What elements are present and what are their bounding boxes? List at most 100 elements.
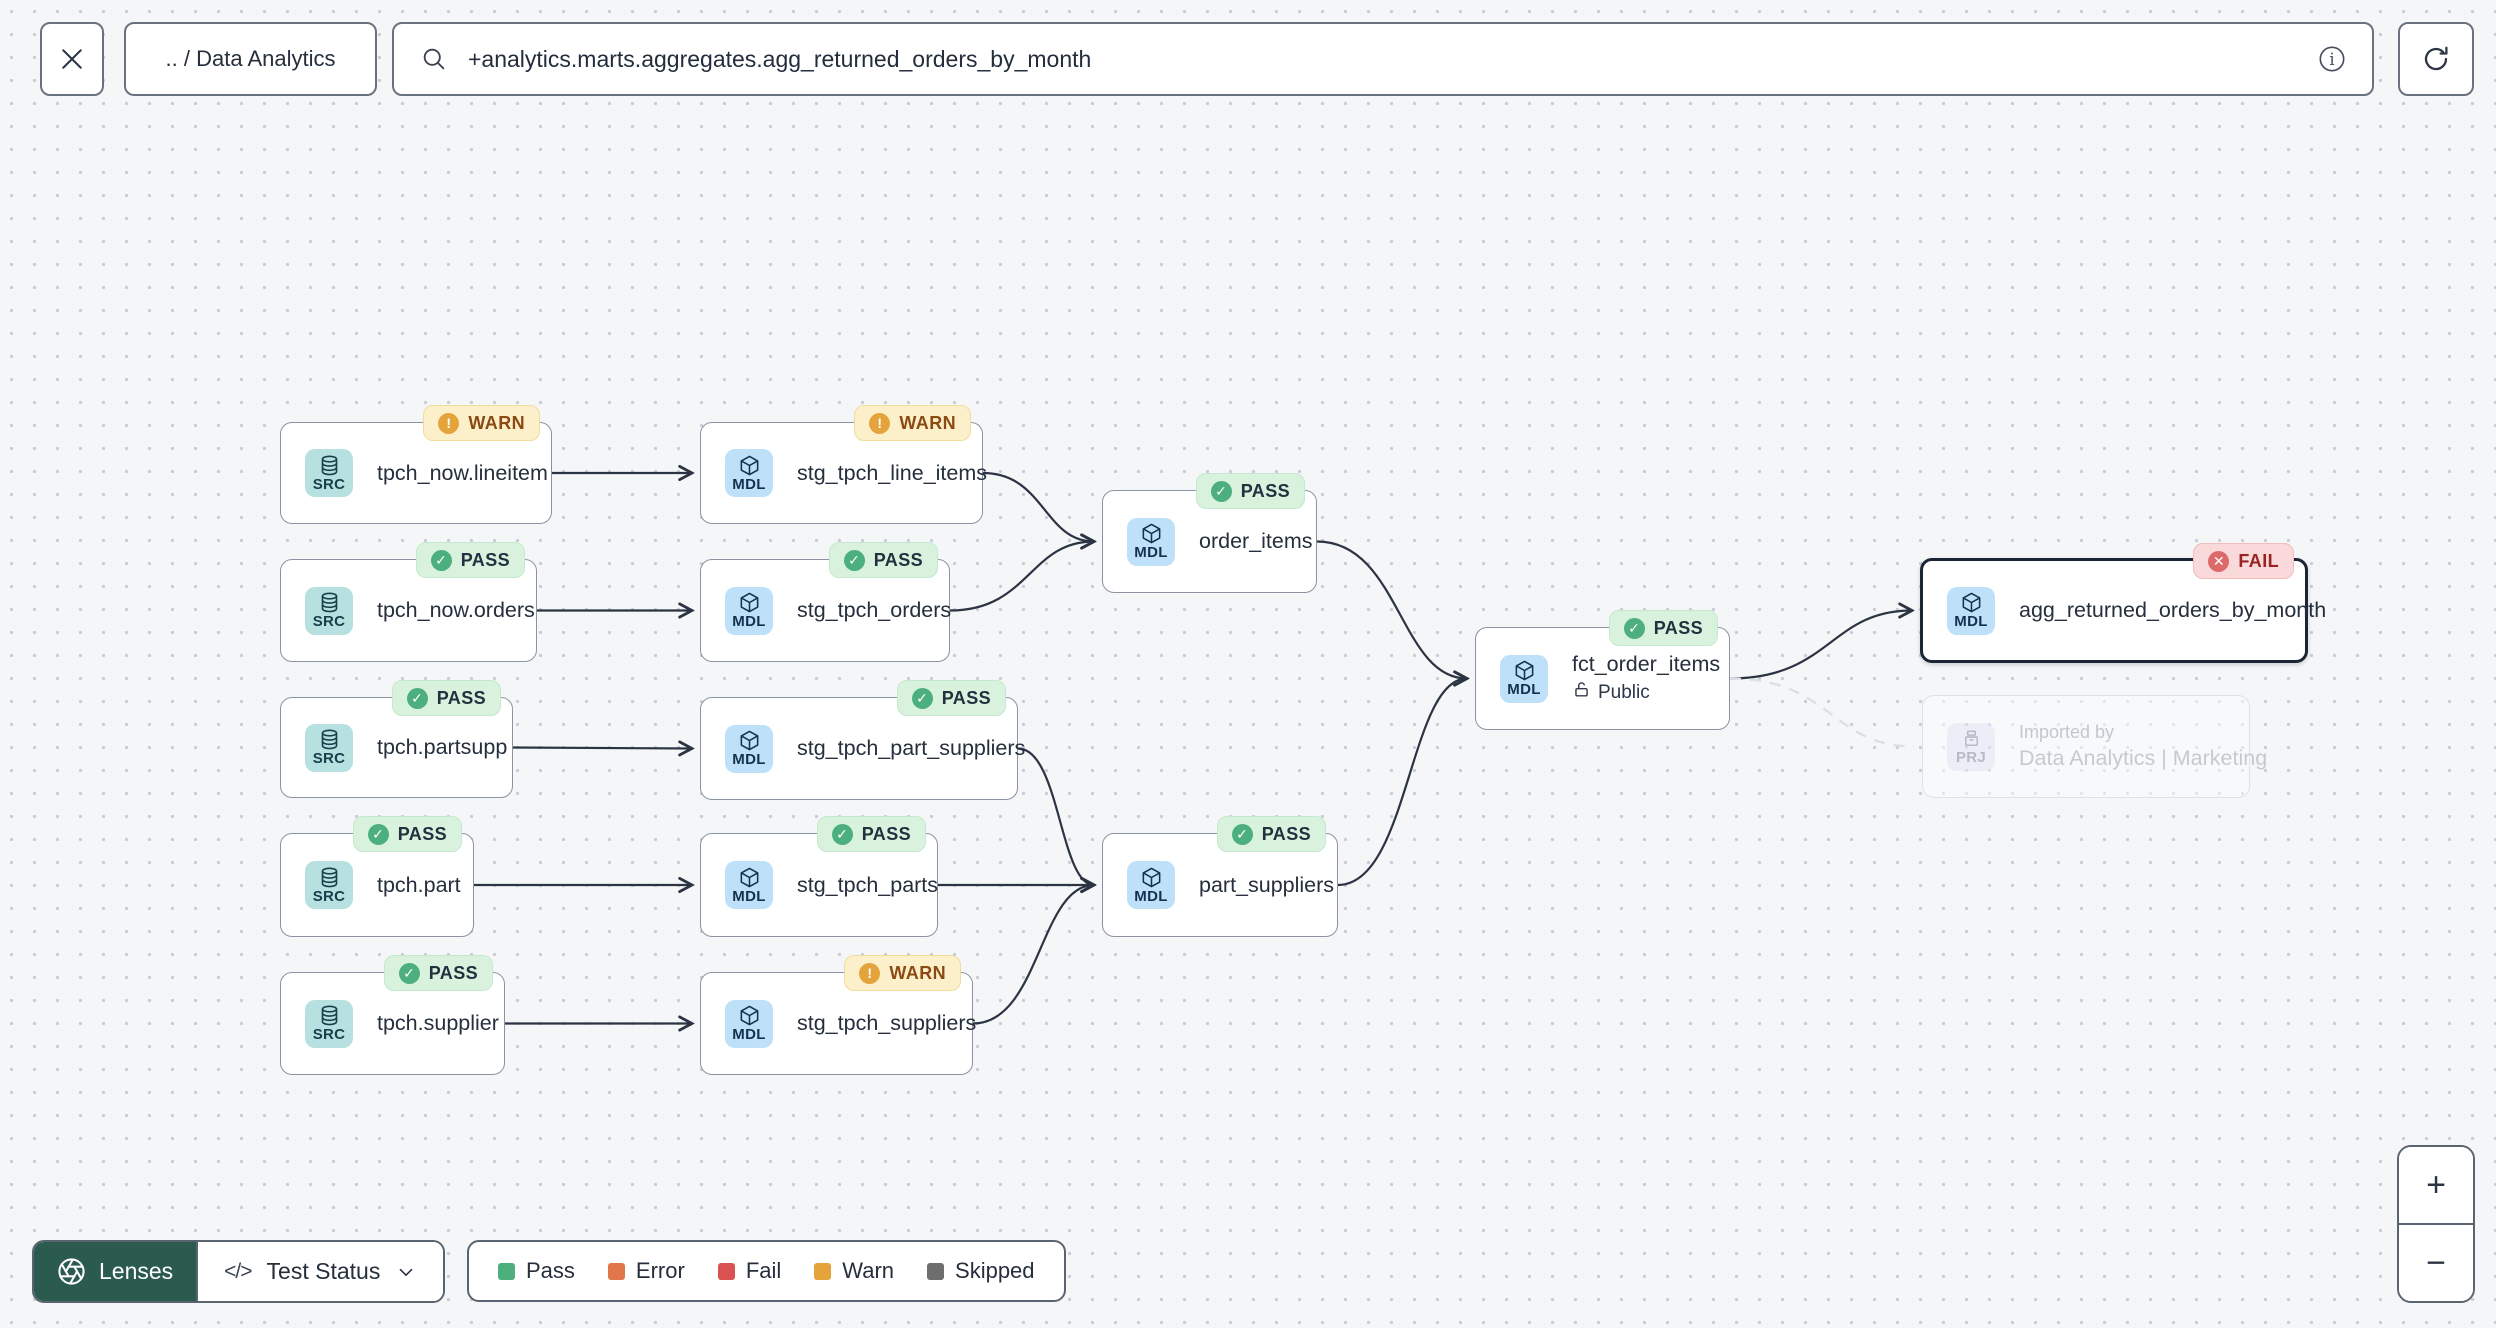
node-imported_by[interactable]: PRJ Imported by Data Analytics | Marketing — [1922, 695, 2267, 798]
mdl-type-icon: MDL — [1500, 654, 1548, 703]
status-badge-pass: ✓PASS — [352, 816, 462, 852]
src-type-icon: SRC — [305, 861, 353, 909]
status-dot-icon: ✓ — [831, 823, 853, 845]
status-badge-pass: ✓ PASS — [816, 816, 926, 852]
legend-label: Pass — [526, 1258, 575, 1283]
status-label: PASS — [428, 962, 478, 983]
status-dot-icon: ! — [859, 962, 881, 984]
mdl-type-icon: MDL — [725, 724, 773, 773]
breadcrumb[interactable]: .. / Data Analytics — [124, 22, 377, 96]
status-dot-icon: ✓ — [1623, 617, 1645, 639]
zoom-in-button[interactable]: + — [2399, 1147, 2473, 1223]
aperture-icon — [57, 1257, 86, 1286]
zoom-controls: + − — [2397, 1145, 2475, 1303]
status-label: PASS — [1261, 823, 1311, 844]
zoom-out-button[interactable]: − — [2399, 1223, 2473, 1301]
node-tpch_partsupp[interactable]: SRC tpch.partsupp ✓PASS — [280, 680, 513, 798]
status-badge-pass: ✓PASS — [896, 680, 1006, 716]
code-icon: </> — [224, 1259, 252, 1283]
edge-stg_tpch_part_suppliers-to-part_suppliers — [1017, 747, 1094, 886]
legend-item-error: Error — [607, 1258, 685, 1284]
node-access: Public — [1572, 680, 1720, 705]
legend-item-skipped: Skipped — [927, 1258, 1035, 1284]
search-bar[interactable]: i — [392, 22, 2374, 96]
breadcrumb-label: .. / Data Analytics — [165, 46, 336, 71]
legend-swatch — [717, 1262, 735, 1280]
status-badge-pass: ✓ PASS — [383, 955, 493, 991]
info-icon[interactable]: i — [2318, 45, 2346, 73]
search-input[interactable] — [466, 44, 2300, 74]
lens-selector-test-status[interactable]: </> Test Status — [196, 1242, 444, 1301]
status-badge-pass: ✓PASS — [415, 542, 525, 578]
node-label: stg_tpch_part_suppliers — [797, 736, 1026, 760]
legend-label: Skipped — [955, 1258, 1035, 1283]
node-tpch_part[interactable]: SRC tpch.part ✓PASS — [280, 816, 474, 937]
node-label: tpch_now.orders — [377, 598, 535, 622]
legend-swatch — [607, 1262, 625, 1280]
status-dot-icon: ! — [869, 412, 891, 434]
status-label: PASS — [861, 823, 911, 844]
node-label: stg_tpch_orders — [797, 598, 952, 622]
node-label: fct_order_items — [1572, 652, 1721, 676]
prj-type-icon: PRJ — [1947, 722, 1995, 771]
node-label: stg_tpch_suppliers — [797, 1011, 977, 1035]
status-badge-pass: ✓PASS — [1216, 816, 1326, 852]
status-badge-pass: ✓PASS — [391, 680, 501, 716]
chevron-down-icon — [395, 1261, 417, 1283]
lenses-label: Lenses — [99, 1258, 174, 1284]
edge-fct_order_items-to-imported_by — [1729, 677, 1915, 748]
node-label: tpch.part — [377, 872, 461, 897]
status-label: PASS — [873, 549, 923, 570]
node-tpch_now_orders[interactable]: SRC tpch_now.orders ✓PASS — [280, 542, 537, 662]
node-label: Data Analytics | Marketing — [2019, 746, 2268, 770]
legend-item-fail: Fail — [717, 1258, 782, 1284]
src-type-icon: SRC — [305, 586, 353, 635]
status-label: PASS — [941, 687, 991, 708]
close-button[interactable] — [40, 22, 104, 96]
mdl-type-icon: MDL — [1947, 586, 1995, 635]
edge-fct_order_items-to-agg_returned_orders_by_month — [1729, 611, 1912, 680]
status-dot-icon: ✓ — [843, 549, 865, 571]
edge-order_items-to-fct_order_items — [1316, 540, 1467, 679]
node-overline: Imported by — [2019, 722, 2115, 742]
node-label: tpch.partsupp — [377, 735, 508, 759]
edge-stg_tpch_orders-to-order_items — [949, 542, 1094, 612]
lenses-button[interactable]: Lenses — [34, 1242, 197, 1301]
status-dot-icon: ✓ — [367, 823, 389, 845]
legend-label: Fail — [745, 1258, 782, 1283]
status-label: WARN — [468, 412, 525, 433]
node-stg_tpch_part_suppliers[interactable]: MDL stg_tpch_part_suppliers ✓PASS — [700, 680, 1025, 800]
status-badge-fail: ✕ FAIL — [2193, 543, 2294, 579]
close-icon — [57, 44, 87, 74]
status-dot-icon: ✓ — [398, 962, 420, 984]
unlock-icon — [1572, 680, 1591, 705]
status-label: WARN — [889, 962, 946, 983]
legend-label: Warn — [842, 1258, 895, 1283]
node-label: order_items — [1199, 529, 1313, 553]
mdl-type-icon: MDL — [725, 861, 773, 909]
refresh-icon — [2420, 43, 2452, 75]
status-badge-pass: ✓ PASS — [828, 542, 938, 578]
status-badge-pass: ✓PASS — [1608, 610, 1718, 646]
status-label: FAIL — [2238, 550, 2279, 571]
status-label: WARN — [899, 412, 956, 433]
mdl-type-icon: MDL — [1127, 517, 1175, 566]
status-badge-warn: ! WARN — [844, 955, 961, 991]
src-type-icon: SRC — [305, 723, 353, 772]
refresh-button[interactable] — [2398, 22, 2474, 96]
status-dot-icon: ✕ — [2208, 550, 2230, 572]
node-label: stg_tpch_line_items — [797, 460, 988, 485]
lens-control-group: Lenses </> Test Status — [32, 1240, 446, 1303]
status-dot-icon: ✓ — [430, 549, 452, 571]
